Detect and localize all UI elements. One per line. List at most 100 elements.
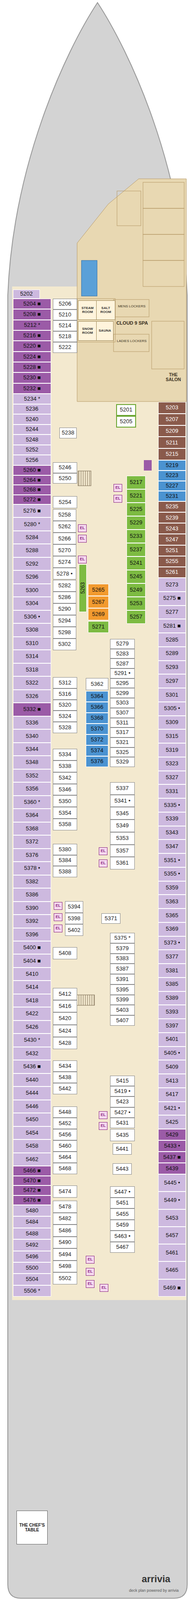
elevator-label: EL — [78, 554, 87, 563]
cabin-number: 5486 — [58, 1225, 72, 1232]
cabin-number: 5283 — [116, 649, 129, 656]
cabin-box: 5254 — [52, 495, 78, 508]
cabin-box: 5373 • — [158, 934, 186, 949]
cabin-number: 5268 ■ — [23, 485, 41, 492]
cabin-number: 5227 — [165, 481, 179, 488]
cabin-box: 5398 — [65, 911, 84, 923]
cabin-number: 5476 ■ — [23, 1195, 41, 1202]
cabin-box: 5304 — [13, 595, 52, 609]
cabin-number: 5429 — [165, 1129, 179, 1136]
cabin-number: 5361 — [116, 858, 129, 865]
cabin-box: 5306 • — [13, 609, 52, 623]
cabin-box: 5386 — [13, 886, 52, 900]
cabin-box: 5464 — [52, 1149, 78, 1161]
cabin-box: 5345 — [110, 805, 135, 819]
thermal-suite — [81, 260, 98, 296]
cabin-box: 5293 — [158, 659, 186, 674]
area-name: CLOUD 9 SPA — [115, 319, 150, 325]
cabin-box: 5434 — [52, 1058, 78, 1070]
cabin-number: 5448 — [58, 1107, 72, 1114]
cabin-box: 5279 — [110, 637, 135, 648]
cabin-number: 5217 — [130, 478, 143, 485]
cabin-box: 5269 — [87, 607, 109, 620]
cabin-number: 5368 — [26, 824, 39, 831]
cabin-number: 5274 — [58, 558, 72, 565]
cabin-number: 5449 • — [163, 1195, 180, 1202]
cabin-box: 5204 ■ — [13, 298, 52, 309]
cabin-number: 5386 — [26, 890, 39, 897]
cabin-box: 5284 — [13, 529, 52, 543]
cabin-box: 5227 — [158, 480, 186, 491]
cabin-number: 5225 — [130, 505, 143, 512]
cabin-box: 5396 — [13, 926, 52, 940]
cabin-number: 5349 — [116, 821, 129, 828]
cabin-box: 5466 ■ — [13, 1163, 52, 1174]
cabin-number: 5329 — [116, 757, 129, 764]
cabin-box: 5444 — [13, 1084, 52, 1098]
cabin-number: 5284 — [26, 533, 39, 540]
cabin-number: 5276 ■ — [23, 507, 41, 514]
cabin-number: 5208 ■ — [23, 310, 41, 317]
cabin-box: 5467 — [110, 1239, 135, 1252]
cabin-number: 5272 ■ — [23, 495, 41, 502]
cabin-number: 5300 — [26, 586, 39, 593]
cabin-number: 5390 — [26, 903, 39, 910]
cabin-number: 5498 — [58, 1261, 72, 1268]
cabin-number: 5364 — [26, 810, 39, 817]
cabin-box: 5245 — [126, 568, 146, 583]
elevator-label: EL — [113, 494, 123, 502]
cabin-box: 5379 — [110, 941, 135, 953]
cabin-number: 5292 — [26, 559, 39, 566]
cabin-box: 5229 — [126, 515, 146, 529]
cabin-number: 5218 — [58, 332, 72, 339]
cabin-box: 5247 — [158, 533, 186, 544]
cabin-number: 5302 — [58, 640, 72, 647]
cabin-number: 5439 — [165, 1163, 179, 1170]
cabin-box: 5346 — [52, 782, 78, 795]
cabin-box: 5488 — [13, 1225, 52, 1238]
cabin-box: 5320 — [52, 698, 78, 710]
cabin-number: 5377 — [165, 952, 179, 959]
cabin-number: 5462 — [26, 1154, 39, 1161]
cabin-box: 5317 — [110, 726, 135, 737]
cabin-number: 5488 — [26, 1228, 39, 1235]
cabin-box: 5419 • — [110, 1084, 135, 1095]
elevator-label: EL — [53, 923, 63, 931]
cabin-box: 5430 * — [13, 1031, 52, 1045]
cabin-box: 5232 ■ — [13, 382, 52, 394]
cabin-number: 5323 — [165, 759, 179, 766]
cabin-number: 5219 — [165, 461, 179, 468]
cabin-number: 5222 — [58, 343, 72, 350]
cabin-box: 5335 • — [158, 796, 186, 811]
cabin-box: 5387 — [110, 962, 135, 973]
cabin-number: 5269 — [92, 610, 105, 617]
cabin-number: 5399 — [116, 994, 129, 1001]
cabin-number: 5271 — [92, 622, 105, 629]
elevator-label: EL — [53, 911, 63, 920]
cabin-box: 5461 — [158, 1241, 186, 1260]
cabin-number: 5407 — [116, 1015, 129, 1022]
cabin-number: 5425 — [165, 1117, 179, 1124]
cabin-box: 5472 ■ — [13, 1183, 52, 1194]
cabin-box: 5266 — [52, 531, 77, 544]
cabin-number: 5459 — [116, 1219, 129, 1226]
elevator-label: EL — [78, 523, 87, 532]
cabin-box: 5390 — [13, 900, 52, 914]
cabin-number: 5376 — [91, 757, 104, 764]
cabin-number: 5293 — [165, 663, 179, 670]
cabin-number: 5221 — [130, 491, 143, 498]
cabin-box: 5210 — [52, 308, 78, 320]
cabin-box: 5273 — [158, 576, 186, 591]
cabin-box: 5432 — [13, 1045, 52, 1059]
cabin-box: 5236 — [13, 403, 52, 414]
cabin-number: 5445 • — [163, 1177, 180, 1184]
cabin-box: 5340 — [13, 728, 52, 741]
cabin-number: 5260 ■ — [23, 466, 41, 473]
cabin-box: 5413 — [158, 1072, 186, 1086]
cabin-number: 5205 — [120, 417, 133, 424]
cabin-box: 5408 — [52, 945, 78, 958]
cabin-box: 5457 — [158, 1224, 186, 1242]
cabin-box: 5372 — [85, 733, 109, 745]
cabin-box: 5389 — [158, 989, 186, 1004]
cabin-number: 5252 — [26, 445, 39, 452]
